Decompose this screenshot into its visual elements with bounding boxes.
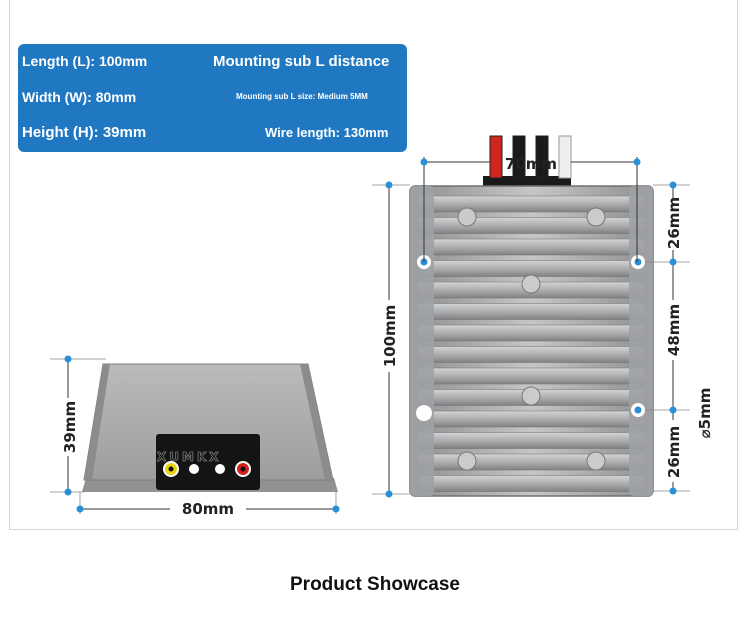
heat-sink-fin: [417, 303, 646, 320]
spec-mount-size: Mounting sub L size: Medium 5MM: [236, 92, 368, 101]
heat-sink-fin: [417, 324, 646, 342]
screw: [521, 274, 541, 294]
heat-sink-fin: [417, 260, 646, 277]
dim-mount-bottom: 26mm: [665, 426, 683, 478]
dim-top-width: 70mm: [505, 155, 557, 173]
dim-mount-mid: 48mm: [665, 304, 683, 356]
screw: [586, 207, 606, 227]
heat-sink-fin: [417, 346, 646, 363]
dim-front-height: 39mm: [61, 401, 79, 453]
top-view: 70mm 100mm 26mm 48mm 26mm ⌀5mm: [372, 135, 714, 498]
heat-sink-fin: [417, 195, 646, 213]
front-view: XUMKX 39mm 80mm: [50, 355, 340, 518]
dim-front-width: 80mm: [182, 500, 234, 518]
spec-mount-title: Mounting sub L distance: [213, 53, 390, 70]
page-title: Product Showcase: [290, 574, 460, 595]
wire-white: [558, 135, 572, 179]
dim-hole: ⌀5mm: [696, 388, 714, 439]
screw: [457, 207, 477, 227]
screw: [586, 451, 606, 471]
heat-sink-fin: [417, 238, 646, 256]
spec-length: Length (L): 100mm: [22, 53, 148, 69]
spec-panel: Length (L): 100mm Width (W): 80mm Height…: [18, 44, 407, 152]
wire-red: [489, 135, 503, 179]
heat-sink-fin: [417, 367, 646, 385]
heat-sink-fin: [417, 432, 646, 449]
heat-sink-fin: [417, 217, 646, 234]
spec-height: Height (H): 39mm: [22, 124, 147, 141]
terminal-white-2: [215, 464, 225, 474]
brand-logo: XUMKX: [157, 450, 222, 464]
wire-boot: [483, 176, 571, 186]
wire-black: [512, 135, 526, 179]
dim-mount-top: 26mm: [665, 197, 683, 249]
screw: [521, 386, 541, 406]
mounting-hole: [416, 405, 432, 421]
heat-sink-fin: [417, 410, 646, 428]
heat-sink-fin: [417, 453, 646, 471]
wire-black-2: [535, 135, 549, 179]
spec-width: Width (W): 80mm: [22, 89, 137, 105]
heat-sink-fin: [417, 475, 646, 492]
screw: [457, 451, 477, 471]
dim-top-length: 100mm: [381, 305, 399, 368]
spec-wire: Wire length: 130mm: [265, 125, 389, 140]
terminal-white: [189, 464, 199, 474]
terminal-block: [156, 434, 260, 490]
